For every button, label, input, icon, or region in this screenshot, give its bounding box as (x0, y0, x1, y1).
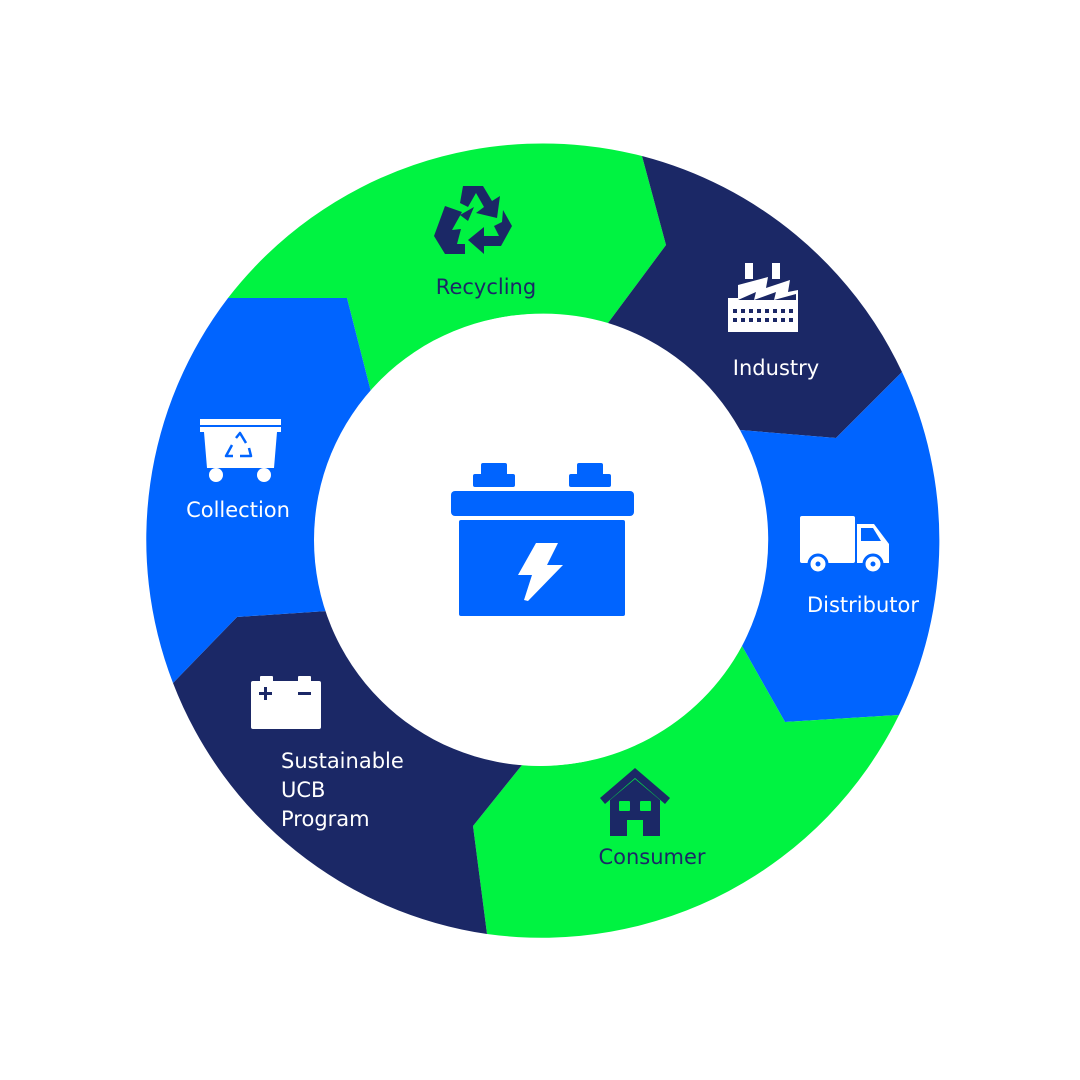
segment-recycling (228, 143, 666, 392)
recycle-icon (434, 186, 512, 254)
segment-consumer (473, 646, 899, 938)
house-icon (600, 768, 670, 836)
label-program: Program (281, 807, 370, 831)
battery-icon (451, 463, 634, 616)
factory-icon (728, 263, 798, 332)
label-consumer: Consumer (598, 845, 705, 869)
label-sustainable: Sustainable (281, 749, 404, 773)
label-collection: Collection (186, 498, 290, 522)
label-industry: Industry (733, 356, 819, 380)
label-recycling: Recycling (436, 275, 536, 299)
label-ucb: UCB (281, 778, 325, 802)
car-battery-icon (251, 676, 321, 729)
label-distributor: Distributor (807, 593, 919, 617)
segment-collection (146, 298, 371, 683)
truck-icon (800, 516, 889, 575)
recycling-bin-icon (200, 419, 281, 482)
